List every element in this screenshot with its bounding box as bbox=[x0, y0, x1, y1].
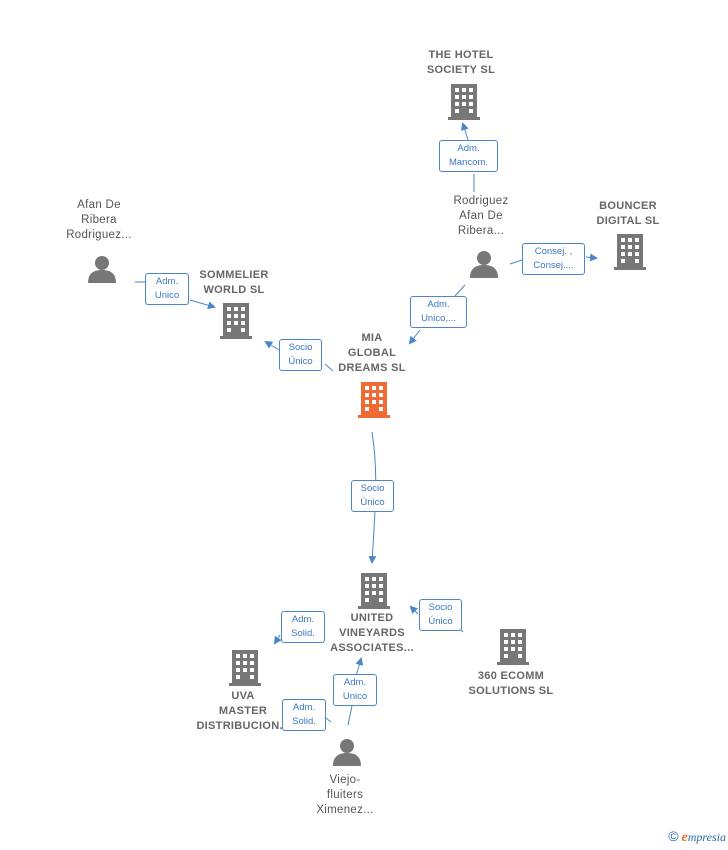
bouncer-digital-label[interactable]: BOUNCER DIGITAL SL bbox=[596, 200, 660, 227]
building-icon[interactable] bbox=[358, 573, 390, 609]
building-icon[interactable] bbox=[497, 629, 529, 665]
edge-mia-sommelier bbox=[266, 342, 334, 372]
building-icon[interactable] bbox=[220, 303, 252, 339]
building-icon[interactable] bbox=[448, 84, 480, 120]
edge-viejo-united bbox=[347, 659, 361, 726]
edge-rod-bouncer bbox=[509, 257, 596, 264]
building-icon[interactable] bbox=[614, 234, 646, 270]
person-icon[interactable] bbox=[87, 255, 117, 283]
edge-label-adm-unico-sommelier[interactable]: Adm. Unico bbox=[145, 273, 189, 305]
edge-viejo-uva bbox=[325, 717, 332, 723]
edge-label-adm-solid-united[interactable]: Adm. Solid. bbox=[281, 611, 325, 643]
uva-master-label[interactable]: UVA MASTER DISTRIBUCION... bbox=[196, 690, 290, 732]
united-vineyards-label[interactable]: UNITED VINEYARDS ASSOCIATES... bbox=[330, 612, 414, 654]
empresia-logo[interactable]: © empresia bbox=[668, 828, 726, 846]
edge-label-socio-unico-ecomm[interactable]: Socio Único bbox=[419, 599, 462, 631]
viejo-fluiters-label[interactable]: Viejo- fluiters Ximenez... bbox=[316, 774, 374, 816]
afan-de-ribera-label[interactable]: Afan De Ribera Rodriguez... bbox=[66, 199, 132, 241]
edge-rod-hotel bbox=[463, 124, 475, 192]
edge-label-socio-unico-united[interactable]: Socio Único bbox=[351, 480, 394, 512]
building-icon[interactable] bbox=[229, 650, 261, 686]
person-icon[interactable] bbox=[332, 738, 362, 766]
brand-name: mpresia bbox=[687, 830, 726, 844]
edge-afan-sommelier bbox=[135, 281, 214, 307]
mia-global-dreams-label[interactable]: MIA GLOBAL DREAMS SL bbox=[338, 332, 406, 374]
rodriguez-label[interactable]: Rodriguez Afan De Ribera... bbox=[453, 195, 509, 237]
brand-initial: e bbox=[681, 830, 688, 845]
360-ecomm-label[interactable]: 360 ECOMM SOLUTIONS SL bbox=[468, 670, 554, 697]
edge-rod-mia bbox=[410, 284, 466, 343]
edge-label-adm-solid-viejo[interactable]: Adm. Solid. bbox=[282, 699, 326, 731]
edge-label-socio-unico-sommelier[interactable]: Socio Único bbox=[279, 339, 322, 371]
edge-label-consej[interactable]: Consej. , Consej.... bbox=[522, 243, 585, 275]
building-icon-focus[interactable] bbox=[358, 382, 390, 418]
person-icon[interactable] bbox=[469, 250, 499, 278]
edge-label-adm-unico-united[interactable]: Adm. Unico bbox=[333, 674, 377, 706]
copyright-symbol: © bbox=[668, 828, 679, 844]
edge-label-adm-unico-mia[interactable]: Adm. Unico,... bbox=[410, 296, 467, 328]
hotel-society-label[interactable]: THE HOTEL SOCIETY SL bbox=[426, 49, 496, 76]
edge-label-adm-mancom[interactable]: Adm. Mancom. bbox=[439, 140, 498, 172]
sommelier-world-label[interactable]: SOMMELIER WORLD SL bbox=[199, 269, 269, 296]
